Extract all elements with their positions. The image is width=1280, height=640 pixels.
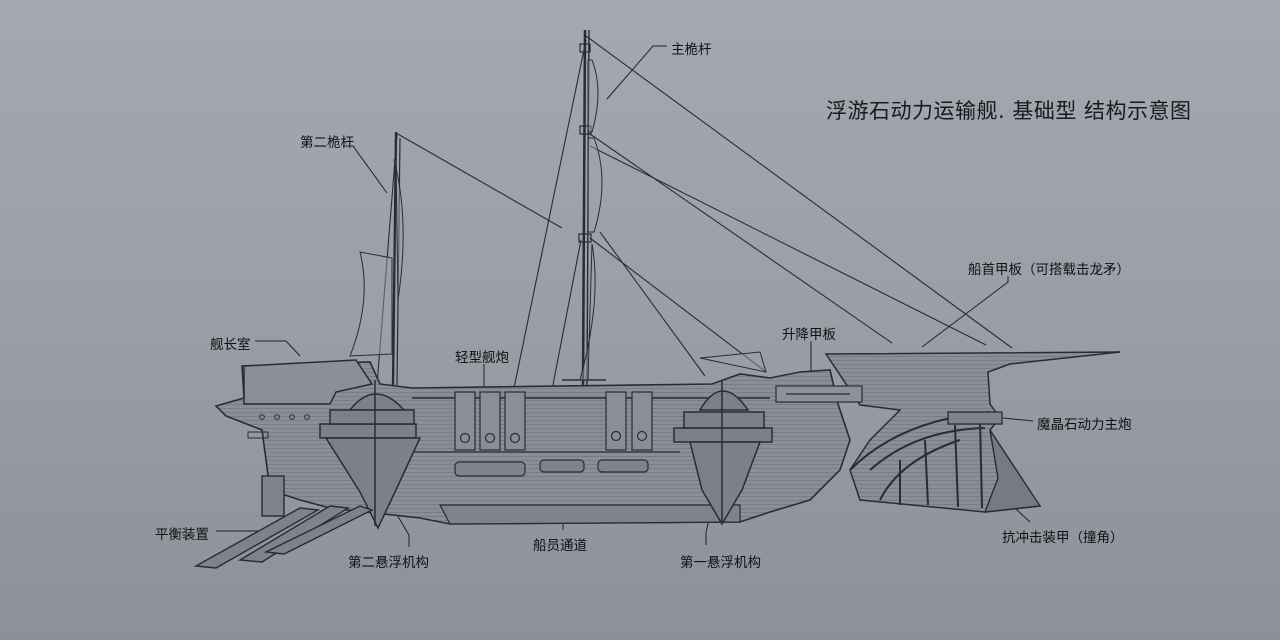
second-levitation-mechanism <box>319 380 422 530</box>
ram-armor <box>983 429 1042 513</box>
magic-cannon <box>947 411 1003 425</box>
bow-deck <box>824 351 1121 513</box>
sails <box>349 59 767 381</box>
balance-device <box>193 475 374 569</box>
label-second-levitation: 第二悬浮机构 <box>348 555 429 571</box>
label-ram-armor: 抗冲击装甲（撞角） <box>1002 530 1124 546</box>
label-bow-deck: 船首甲板（可搭载击龙矛） <box>968 262 1130 278</box>
leader-lines <box>216 45 1034 547</box>
leader-captain-room <box>255 340 301 357</box>
label-crew-passage: 船员通道 <box>533 538 587 554</box>
crew-passage-pods <box>439 459 741 525</box>
label-captain-room: 舰长室 <box>210 337 251 353</box>
label-lift-deck: 升降甲板 <box>782 327 836 343</box>
lift-deck-platform <box>775 385 863 403</box>
masts <box>391 29 606 386</box>
second-mast-pole <box>391 131 398 386</box>
leader-second-levitation <box>392 507 410 547</box>
rigging <box>376 35 1013 391</box>
label-light-cannon: 轻型舰炮 <box>455 350 509 366</box>
diagram-title: 浮游石动力运输舰. 基础型 结构示意图 <box>826 99 1192 123</box>
label-balance-device: 平衡装置 <box>155 527 209 543</box>
leader-main-mast <box>606 45 667 100</box>
stern-castle <box>243 359 374 405</box>
light-cannons <box>454 391 653 451</box>
label-second-mast: 第二桅杆 <box>300 135 354 151</box>
label-magic-cannon: 魔晶石动力主炮 <box>1037 417 1132 433</box>
label-first-levitation: 第一悬浮机构 <box>680 555 761 571</box>
leader-bow-deck <box>921 276 1009 348</box>
leader-second-mast <box>343 145 388 194</box>
label-main-mast: 主桅杆 <box>671 42 712 58</box>
first-levitation-mechanism <box>673 380 773 526</box>
leader-magic-cannon <box>1002 417 1034 422</box>
stern-windows <box>247 414 310 439</box>
main-mast-pole <box>581 29 587 386</box>
